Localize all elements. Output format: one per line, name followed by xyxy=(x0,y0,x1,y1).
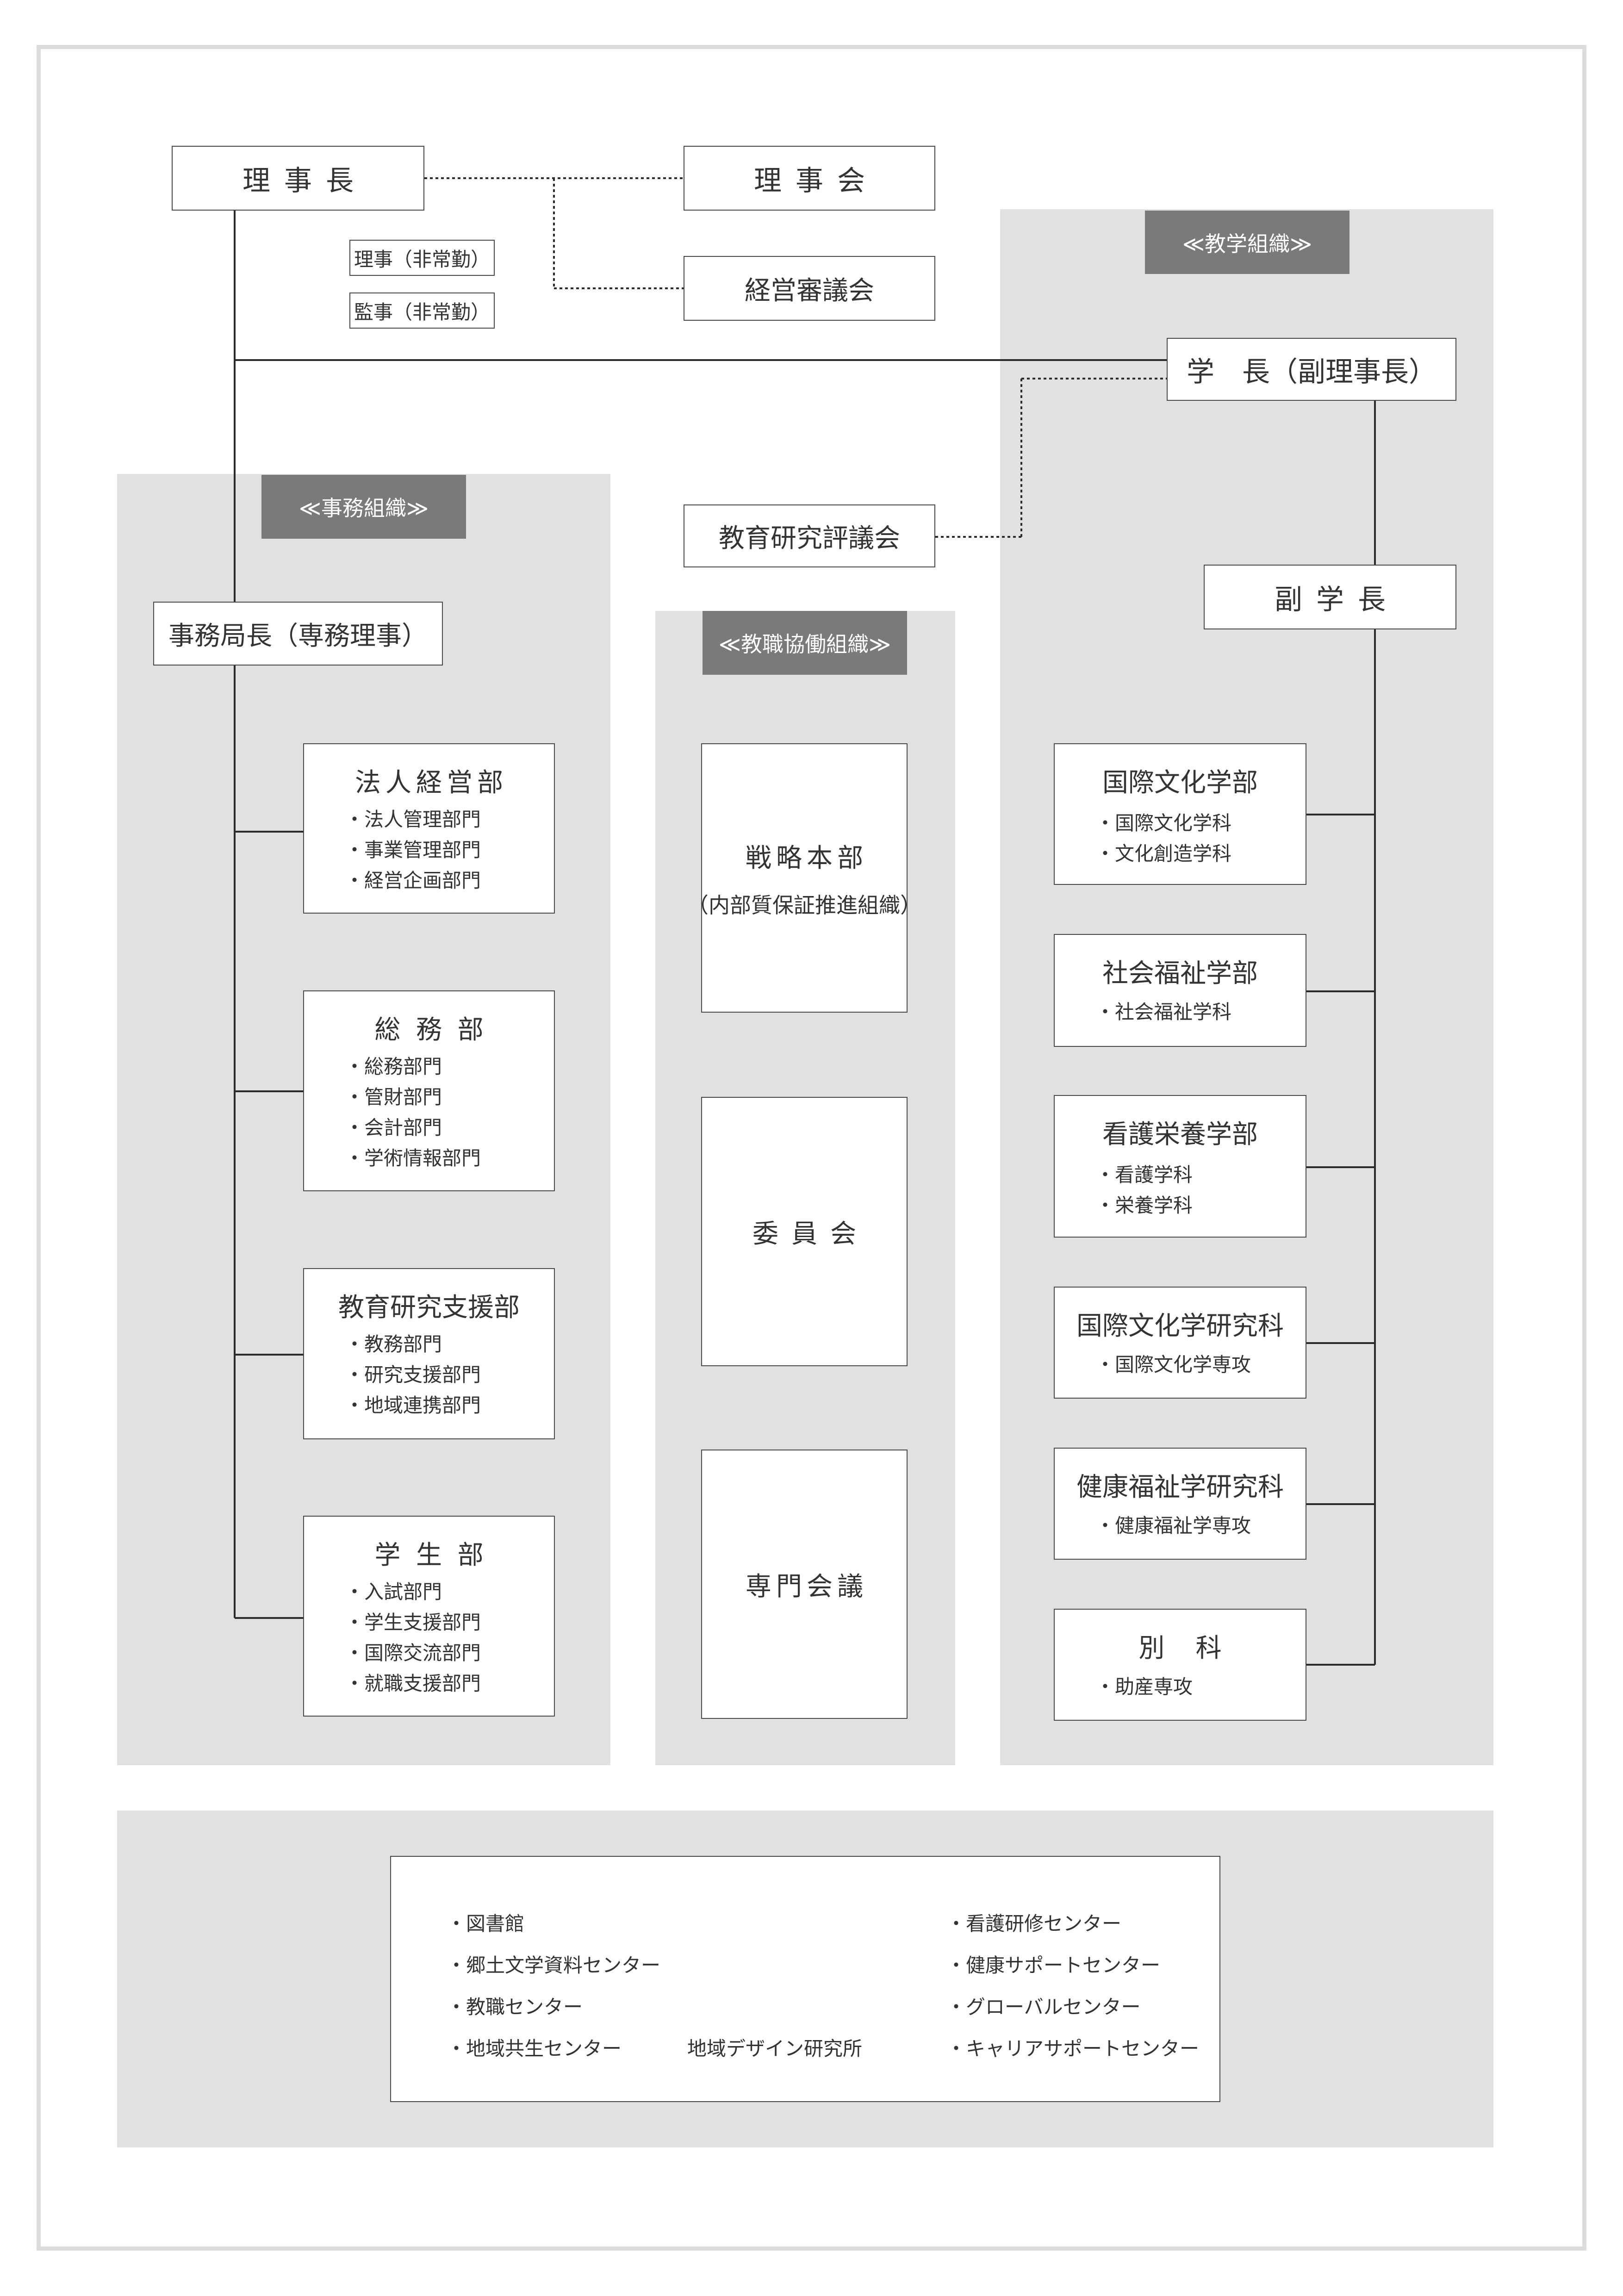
committee-box: 委員会 xyxy=(701,1097,908,1366)
dept-item: 学生支援部門 xyxy=(345,1607,481,1638)
dept-title: 法人経営部 xyxy=(354,768,508,798)
dept-item: 就職支援部門 xyxy=(345,1668,481,1699)
dept-item: 入試部門 xyxy=(345,1577,481,1607)
outer-frame xyxy=(37,45,1586,2251)
facility-item: 健康サポートセンター xyxy=(946,1945,1199,1986)
dept-box-general-affairs: 総務部 総務部門 管財部門 会計部門 学術情報部門 xyxy=(303,990,555,1191)
faculty-item: 看護学科 xyxy=(1095,1160,1193,1190)
facility-item: 地域共生センター xyxy=(447,2028,660,2070)
faculty-title: 社会福祉学部 xyxy=(1102,958,1258,989)
faculty-title: 国際文化学研究科 xyxy=(1076,1311,1284,1341)
faculty-title: 看護栄養学部 xyxy=(1102,1120,1258,1150)
dept-title: 学生部 xyxy=(374,1540,499,1570)
dept-title: 総務部 xyxy=(374,1015,499,1045)
facility-item: 看護研修センター xyxy=(946,1903,1199,1945)
facility-item: 郷土文学資料センター xyxy=(447,1945,660,1986)
facility-item: グローバルセンター xyxy=(946,1986,1199,2028)
dept-box-student: 学生部 入試部門 学生支援部門 国際交流部門 就職支援部門 xyxy=(303,1516,555,1717)
faculty-box-intl-culture: 国際文化学部 国際文化学科 文化創造学科 xyxy=(1054,743,1306,885)
dept-item: 経営企画部門 xyxy=(345,865,481,896)
faculty-title: 国際文化学部 xyxy=(1102,768,1258,798)
faculty-box-special-course: 別科 助産専攻 xyxy=(1054,1609,1306,1721)
director-part-time-box: 理事（非常勤） xyxy=(349,240,495,276)
academic-header: ≪教学組織≫ xyxy=(1145,211,1349,274)
faculty-item: 助産専攻 xyxy=(1095,1672,1193,1702)
faculty-box-nursing-nutrition: 看護栄養学部 看護学科 栄養学科 xyxy=(1054,1095,1306,1238)
education-research-council-box: 教育研究評議会 xyxy=(684,504,935,567)
chairman-box: 理事長 xyxy=(172,146,424,211)
president-box: 学 長（副理事長） xyxy=(1167,338,1456,401)
faculty-item: 栄養学科 xyxy=(1095,1190,1193,1221)
expert-meeting-box: 専門会議 xyxy=(701,1450,908,1719)
faculty-item: 国際文化学科 xyxy=(1095,808,1231,839)
facility-item: 教職センター xyxy=(447,1986,660,2028)
dept-box-education-support: 教育研究支援部 教務部門 研究支援部門 地域連携部門 xyxy=(303,1268,555,1439)
vice-president-box: 副学長 xyxy=(1204,565,1456,629)
secretary-general-box: 事務局長（専務理事） xyxy=(153,602,443,666)
dept-item: 事業管理部門 xyxy=(345,835,481,865)
facility-linked-item: 地域デザイン研究所 xyxy=(687,2037,863,2060)
facilities-box: 図書館 郷土文学資料センター 教職センター 地域共生センター 地域デザイン研究所… xyxy=(390,1856,1220,2102)
admin-header: ≪事務組織≫ xyxy=(261,475,466,539)
facility-item: 図書館 xyxy=(447,1903,660,1945)
dept-item: 法人管理部門 xyxy=(345,804,481,835)
dept-item: 会計部門 xyxy=(345,1113,481,1143)
strategy-title: 戦略本部 xyxy=(745,843,868,873)
dept-item: 管財部門 xyxy=(345,1082,481,1113)
dept-item: 学術情報部門 xyxy=(345,1143,481,1174)
management-council-box: 経営審議会 xyxy=(684,256,935,321)
faculty-item: 国際文化学専攻 xyxy=(1095,1350,1251,1380)
facilities-right-list: 看護研修センター 健康サポートセンター グローバルセンター キャリアサポートセン… xyxy=(946,1903,1199,2070)
auditor-part-time-box: 監事（非常勤） xyxy=(349,292,495,329)
dept-item: 国際交流部門 xyxy=(345,1638,481,1668)
strategy-subtitle: （内部質保証推進組織） xyxy=(687,892,921,918)
dept-box-corporate: 法人経営部 法人管理部門 事業管理部門 経営企画部門 xyxy=(303,743,555,914)
faculty-title: 別科 xyxy=(1138,1633,1253,1663)
dept-title: 教育研究支援部 xyxy=(338,1293,520,1323)
facility-item: キャリアサポートセンター xyxy=(946,2028,1199,2070)
faculty-box-health-welfare-grad: 健康福祉学研究科 健康福祉学専攻 xyxy=(1054,1448,1306,1560)
faculty-item: 文化創造学科 xyxy=(1095,839,1231,869)
faculty-box-intl-culture-grad: 国際文化学研究科 国際文化学専攻 xyxy=(1054,1287,1306,1399)
facilities-left-list: 図書館 郷土文学資料センター 教職センター 地域共生センター xyxy=(447,1903,660,2070)
dept-item: 地域連携部門 xyxy=(345,1390,481,1421)
dept-item: 教務部門 xyxy=(345,1329,481,1360)
faculty-item: 健康福祉学専攻 xyxy=(1095,1511,1251,1541)
board-box: 理事会 xyxy=(684,146,935,211)
dept-item: 総務部門 xyxy=(345,1052,481,1082)
faculty-box-social-welfare: 社会福祉学部 社会福祉学科 xyxy=(1054,934,1306,1047)
faculty-item: 社会福祉学科 xyxy=(1095,997,1231,1027)
strategy-hq-box: 戦略本部 （内部質保証推進組織） xyxy=(687,743,921,1013)
dept-item: 研究支援部門 xyxy=(345,1360,481,1390)
collab-header: ≪教職協働組織≫ xyxy=(703,611,907,675)
faculty-title: 健康福祉学研究科 xyxy=(1076,1472,1284,1502)
